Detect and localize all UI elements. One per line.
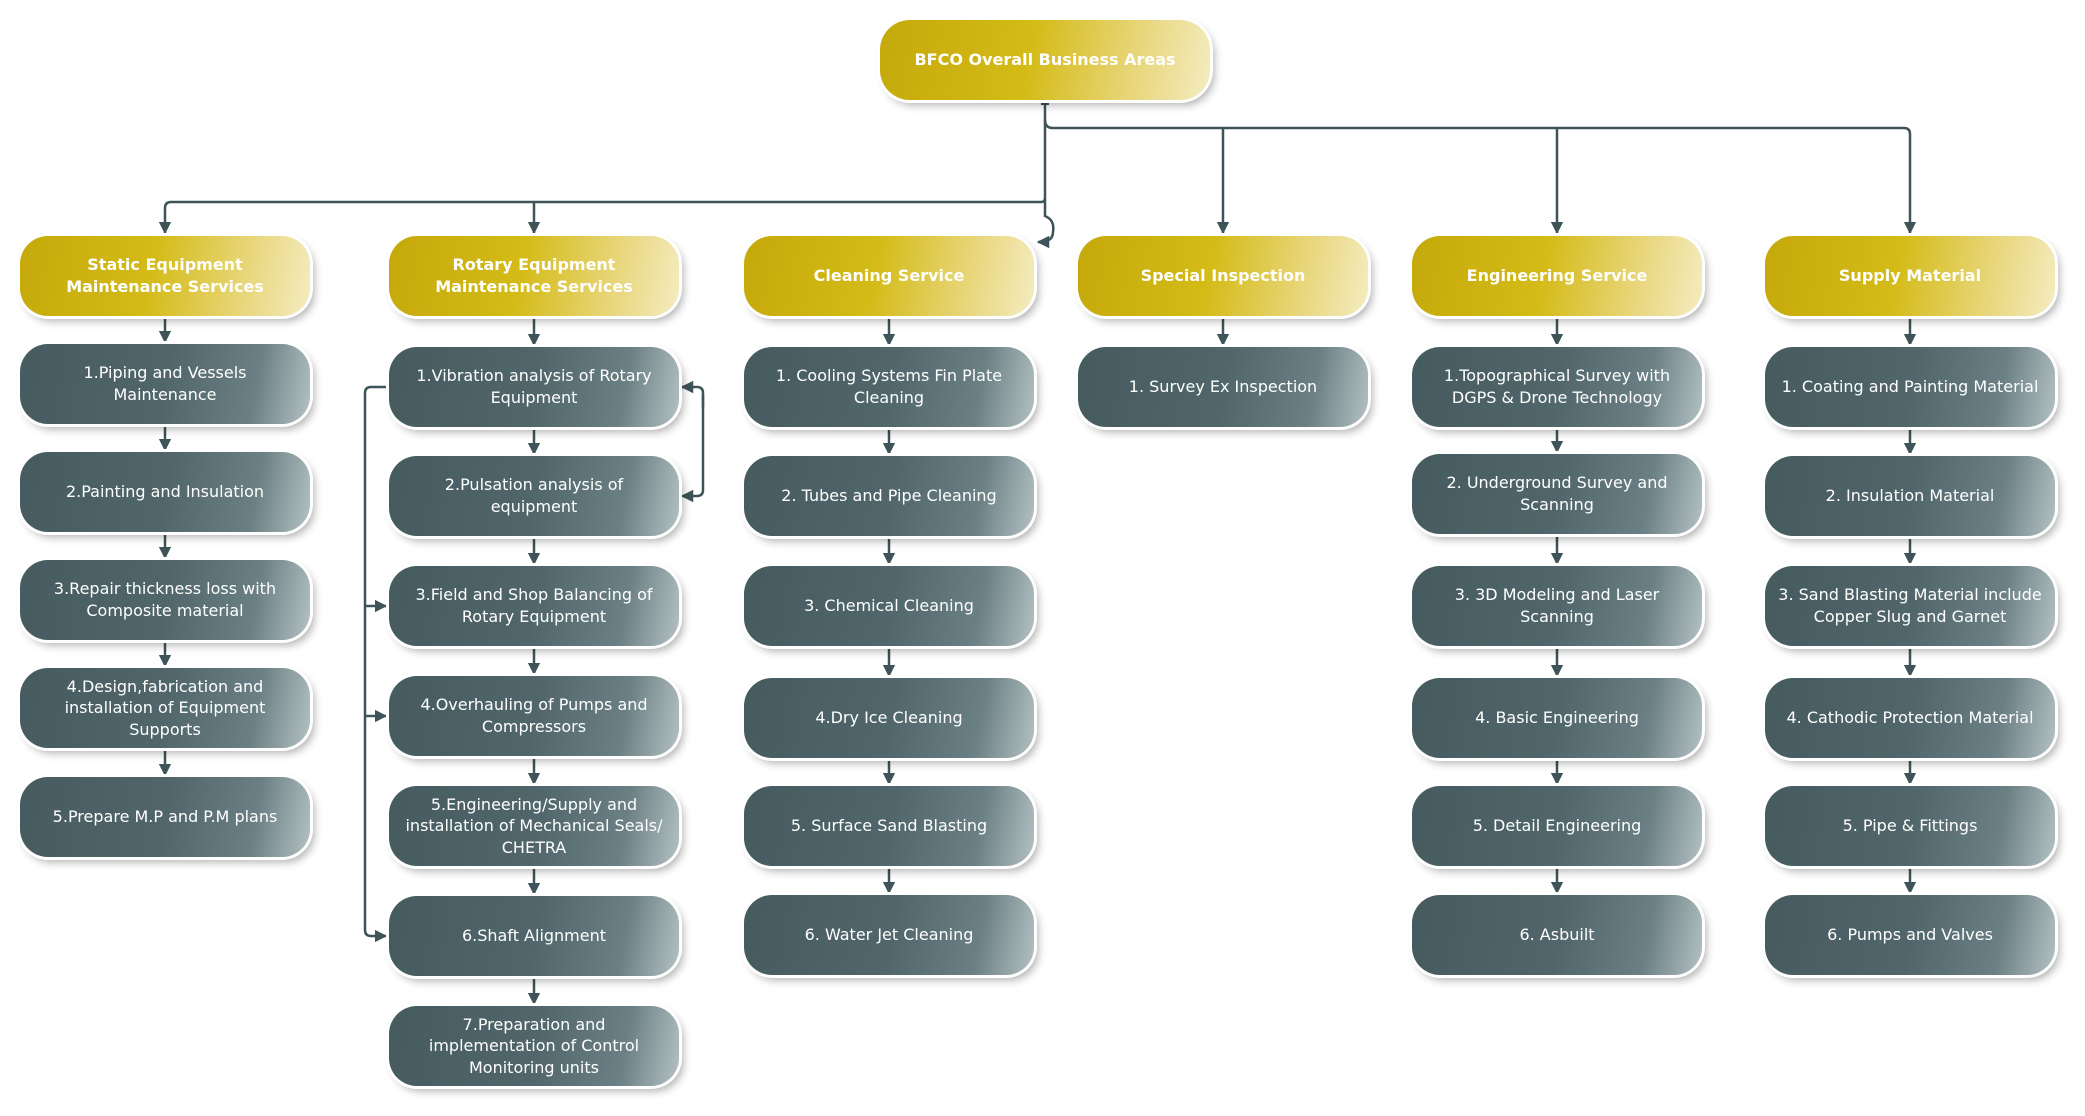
category-header-4: Special Inspection [1078,236,1368,316]
root-node: BFCO Overall Business Areas [880,20,1210,100]
service-item: 3. Sand Blasting Material include Copper… [1765,566,2055,646]
service-item: 5. Detail Engineering [1412,786,1702,866]
service-item: 4.Overhauling of Pumps and Compressors [389,676,679,756]
service-item: 3.Repair thickness loss with Composite m… [20,560,310,640]
root-link-supply [1043,119,1917,235]
service-item: 2.Pulsation analysis of equipment [389,456,679,536]
category-header-3: Cleaning Service [744,236,1034,316]
service-item: 1.Topographical Survey with DGPS & Drone… [1412,347,1702,427]
root-link-static [158,104,1047,235]
service-item: 5.Prepare M.P and P.M plans [20,777,310,857]
service-item: 1. Coating and Painting Material [1765,347,2055,427]
service-item: 3.Field and Shop Balancing of Rotary Equ… [389,566,679,646]
service-item: 4. Cathodic Protection Material [1765,678,2055,758]
root-connector-dot [1041,98,1049,105]
category-header-5: Engineering Service [1412,236,1702,316]
service-item: 5.Engineering/Supply and installation of… [389,786,679,866]
service-item: 4.Dry Ice Cleaning [744,678,1034,758]
service-item: 2. Insulation Material [1765,456,2055,536]
service-item: 6. Water Jet Cleaning [744,895,1034,975]
service-item: 4. Basic Engineering [1412,678,1702,758]
service-item: 6.Shaft Alignment [389,896,679,976]
category-header-6: Supply Material [1765,236,2055,316]
root-link-cleaning [1036,198,1055,249]
service-item: 2. Underground Survey and Scanning [1412,454,1702,534]
service-item: 1. Survey Ex Inspection [1078,347,1368,427]
service-item: 5. Surface Sand Blasting [744,786,1034,866]
category-header-1: Static Equipment Maintenance Services [20,236,310,316]
service-item: 6. Pumps and Valves [1765,895,2055,975]
loop-right-pulsation [680,385,705,503]
service-item: 1. Cooling Systems Fin Plate Cleaning [744,347,1034,427]
service-item: 3. Chemical Cleaning [744,566,1034,646]
service-item: 1.Piping and Vessels Maintenance [20,344,310,424]
service-item: 7.Preparation and implementation of Cont… [389,1006,679,1086]
service-item: 4.Design,fabrication and installation of… [20,668,310,748]
service-item: 2.Painting and Insulation [20,452,310,532]
category-header-2: Rotary Equipment Maintenance Services [389,236,679,316]
loop-left-outer [363,385,388,943]
service-item: 6. Asbuilt [1412,895,1702,975]
service-item: 5. Pipe & Fittings [1765,786,2055,866]
service-item: 3. 3D Modeling and Laser Scanning [1412,566,1702,646]
service-item: 1.Vibration analysis of Rotary Equipment [389,347,679,427]
service-item: 2. Tubes and Pipe Cleaning [744,456,1034,536]
